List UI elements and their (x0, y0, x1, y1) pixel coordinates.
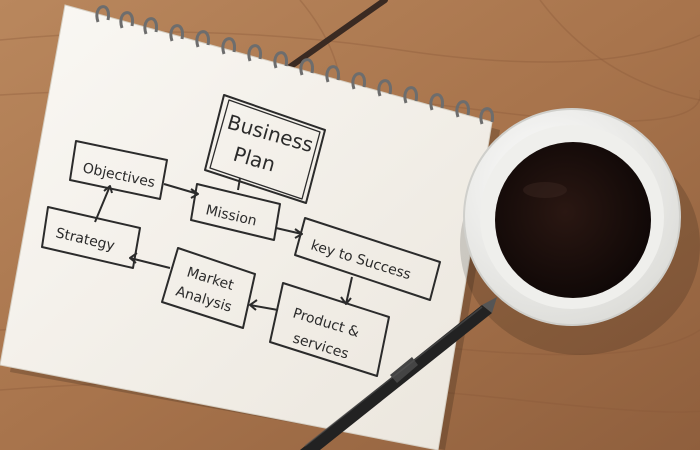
box-product-services (269, 282, 390, 377)
box-mission (190, 183, 281, 241)
arrow-key-product (340, 276, 353, 305)
arrow-objectives-mission (163, 183, 199, 199)
line-plan-mission (237, 177, 241, 191)
arrow-strategy-objectives (94, 185, 113, 223)
spiral-binding (95, 5, 494, 125)
box-strategy (41, 206, 141, 269)
business-plan-diagram (41, 94, 441, 377)
box-key-to-success (294, 217, 441, 301)
pen (300, 297, 497, 450)
notebook-page (0, 4, 493, 450)
arrow-market-strategy (129, 252, 171, 269)
box-business-plan (204, 94, 326, 204)
arrow-product-market (249, 299, 279, 311)
coffee (495, 142, 651, 298)
arrow-mission-key (275, 227, 303, 239)
box-market-analysis (161, 247, 256, 329)
box-objectives (69, 140, 168, 200)
